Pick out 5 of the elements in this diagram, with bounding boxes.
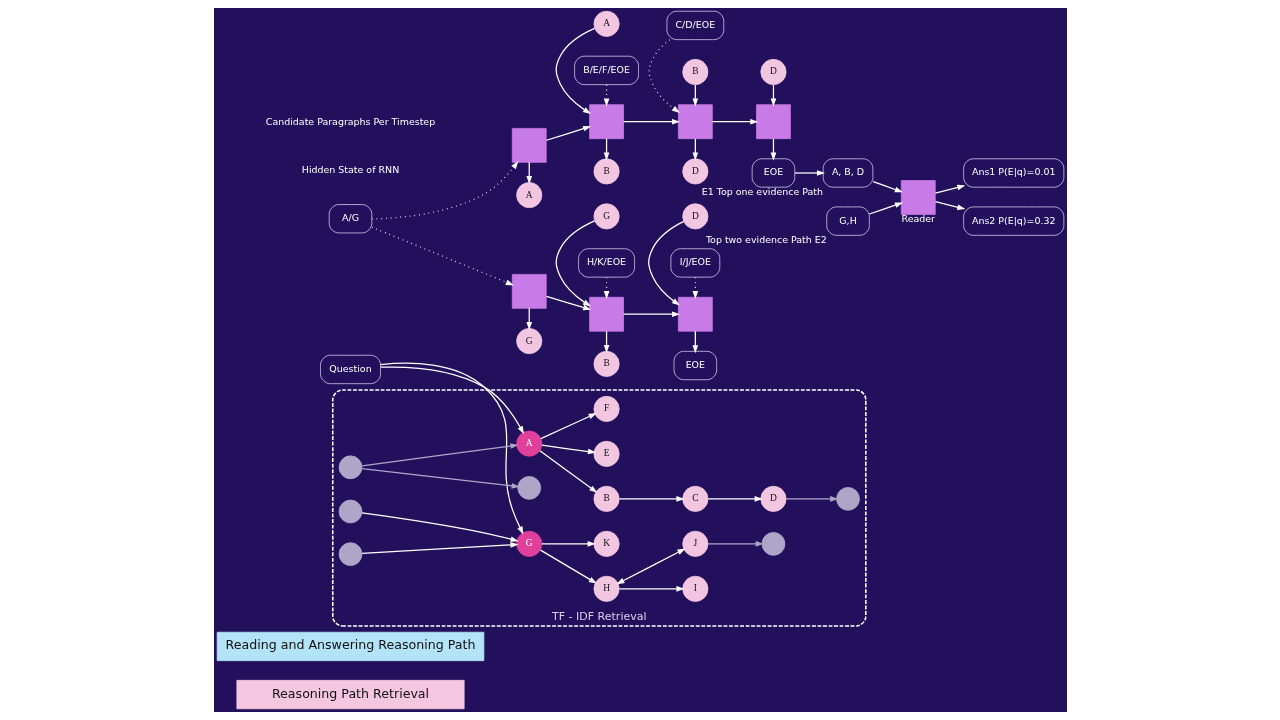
node-label: Top two evidence Path E2 [705, 233, 827, 245]
label: Candidate Paragraphs Per Timestep [265, 115, 435, 127]
node-label: E1 Top one evidence Path [701, 185, 823, 197]
node-label: Reader [901, 212, 935, 224]
label: Hidden State of RNN [301, 164, 399, 176]
